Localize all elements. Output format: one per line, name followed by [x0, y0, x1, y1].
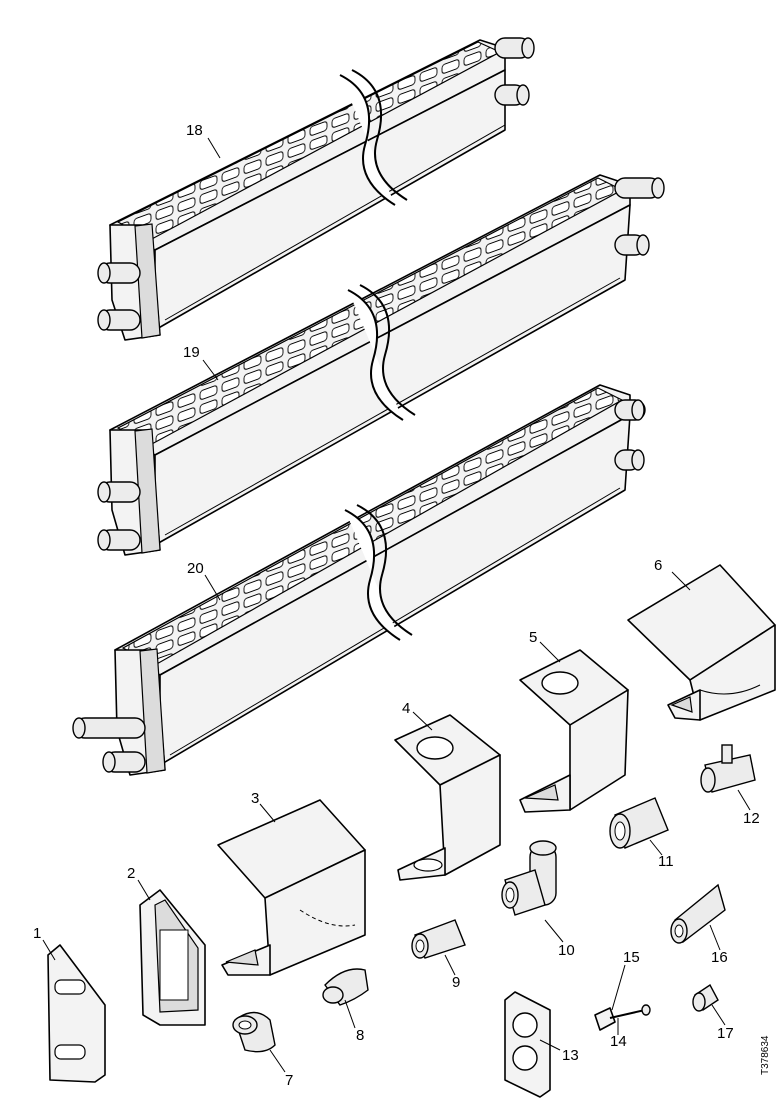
- callout-17: 17: [717, 1025, 734, 1042]
- callout-11: 11: [658, 853, 674, 870]
- callout-1: 1: [33, 925, 41, 942]
- heater-element-20: [72, 384, 646, 776]
- callout-20: 20: [187, 560, 204, 577]
- elbow-fitting-7: [232, 1011, 276, 1053]
- clip-15: [594, 1007, 616, 1031]
- callout-13: 13: [562, 1047, 579, 1064]
- screw-14: [609, 1004, 651, 1019]
- callout-7: 7: [285, 1072, 293, 1089]
- sleeve-11: [609, 797, 669, 849]
- callout-14: 14: [610, 1033, 627, 1050]
- callout-5: 5: [529, 629, 537, 646]
- mounting-plate-13: [504, 991, 551, 1098]
- callout-12: 12: [743, 810, 760, 827]
- cover-4: [394, 714, 501, 881]
- callout-10: 10: [558, 942, 575, 959]
- callout-16: 16: [711, 949, 728, 966]
- callout-2: 2: [127, 865, 135, 882]
- callout-3: 3: [251, 790, 259, 807]
- pipe-16: [670, 883, 726, 944]
- end-plate-2: [139, 889, 206, 1026]
- callout-19: 19: [183, 344, 200, 361]
- cover-6: [627, 564, 776, 721]
- leader-lines: [42, 137, 751, 1073]
- callout-4: 4: [402, 700, 410, 717]
- callout-6: 6: [654, 557, 662, 574]
- callout-15: 15: [623, 949, 640, 966]
- elbow-fitting-8: [322, 968, 369, 1006]
- callout-18: 18: [186, 122, 203, 139]
- callout-8: 8: [356, 1027, 364, 1044]
- tee-fitting-10: [501, 840, 557, 916]
- cover-3: [217, 799, 366, 976]
- callout-9: 9: [452, 974, 460, 991]
- heater-element-19: [97, 174, 665, 556]
- callout-labels: 1 2 3 4 5 6 7 8 9 10 11 12 13 14 15 16 1…: [33, 122, 760, 1089]
- reference-code: T378634: [760, 1035, 771, 1075]
- heater-element-18: [97, 37, 535, 341]
- end-plate-1: [47, 944, 106, 1083]
- cover-5: [519, 649, 629, 813]
- sleeve-17: [692, 983, 719, 1012]
- valve-12: [700, 744, 756, 793]
- coupling-9: [411, 919, 466, 959]
